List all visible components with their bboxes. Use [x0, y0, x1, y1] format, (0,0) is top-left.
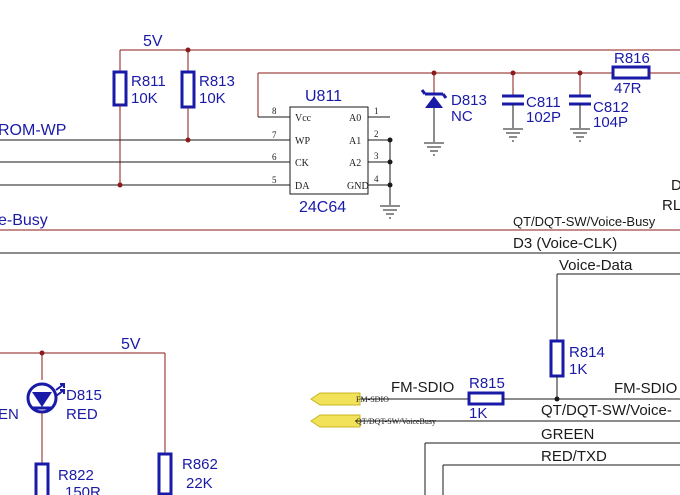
- r814-ref: R814: [569, 344, 605, 361]
- capacitor-c811: C811 102P: [502, 73, 561, 142]
- left-en-label: EN: [0, 406, 19, 423]
- pin-num-8: 8: [272, 106, 277, 116]
- led-nets: GREEN RED/TXD: [424, 426, 680, 495]
- resistor-r816: R816 47R: [611, 50, 680, 97]
- flag-qt-text: QT/DQT-SW/VoiceBusy: [356, 417, 436, 426]
- led-d815: D815 RED EN: [0, 382, 102, 463]
- c811-ref: C811: [526, 94, 561, 111]
- resistor-r822: R822 150R: [34, 462, 101, 495]
- pin-num-7: 7: [272, 130, 277, 140]
- net-d3-label: D3 (Voice-CLK): [513, 235, 617, 252]
- r811-ref: R811: [131, 73, 166, 90]
- c812-value: 104P: [593, 114, 628, 131]
- diode-d813: D813 NC: [420, 73, 487, 156]
- pin-name-wp: WP: [295, 136, 310, 147]
- c811-value: 102P: [526, 109, 561, 126]
- pin-name-a2: A2: [349, 158, 361, 169]
- ic-ground-symbol: [380, 205, 400, 219]
- pin-name-gnd: GND: [347, 181, 369, 192]
- vcc-bottom-rail: 5V: [0, 336, 166, 453]
- right-rl-label: RL: [662, 197, 680, 214]
- d813-ref: D813: [451, 92, 487, 109]
- resistor-r814: R814 1K: [549, 339, 605, 402]
- pin-name-a0: A0: [349, 113, 361, 124]
- flag-qt-voicebusy: QT/DQT-SW/VoiceBusy: [310, 414, 680, 428]
- r822-ref: R822: [58, 467, 94, 484]
- r813-ref: R813: [199, 73, 235, 90]
- r811-value: 10K: [131, 90, 158, 107]
- r815-ref: R815: [469, 375, 505, 392]
- r816-ref: R816: [614, 50, 650, 67]
- pin-num-4: 4: [374, 174, 379, 184]
- vcc-top-label: 5V: [143, 33, 163, 50]
- ic-part: 24C64: [299, 199, 346, 216]
- fm-sdio-left-label: FM-SDIO: [391, 379, 454, 396]
- fm-sdio-right-label: FM-SDIO: [614, 380, 677, 397]
- pin-num-1: 1: [374, 106, 379, 116]
- green-label: GREEN: [541, 426, 594, 443]
- d815-ref: D815: [66, 387, 102, 404]
- vcc-top-rail: 5V: [119, 33, 680, 72]
- pin-num-3: 3: [374, 151, 379, 161]
- pin-name-da: DA: [295, 181, 310, 192]
- pin-name-a1: A1: [349, 136, 361, 147]
- pin-num-2: 2: [374, 129, 379, 139]
- net-qt-bottom-label: QT/DQT-SW/Voice-: [541, 402, 672, 419]
- voice-data-label: Voice-Data: [559, 257, 633, 274]
- fm-sdio-net: FM-SDIO R815 1K FM-SDIO: [355, 375, 680, 422]
- r862-value: 22K: [186, 475, 213, 492]
- capacitor-c812: C812 104P: [569, 73, 629, 142]
- c812-ref: C812: [593, 99, 629, 116]
- resistor-r811: R811 10K: [112, 70, 166, 185]
- ic-left-wires: ROM-WP: [0, 122, 290, 188]
- right-d-label: D: [671, 177, 680, 194]
- vcc-bottom-label: 5V: [121, 336, 141, 353]
- voice-busy-left-label: e-Busy: [0, 212, 48, 229]
- net-qt-top-label: QT/DQT-SW/Voice-Busy: [513, 214, 656, 229]
- resistor-r813: R813 10K: [180, 70, 235, 140]
- d815-value: RED: [66, 406, 98, 423]
- pin-name-ck: CK: [295, 158, 310, 169]
- r815-value: 1K: [469, 405, 487, 422]
- r813-value: 10K: [199, 90, 226, 107]
- flag-fm-sdio: FM-SDIO: [310, 392, 389, 406]
- d813-value: NC: [451, 108, 473, 125]
- r816-value: 47R: [614, 80, 642, 97]
- flag-fm-sdio-text: FM-SDIO: [356, 395, 389, 404]
- r822-value: 150R: [65, 484, 101, 495]
- pin-num-5: 5: [272, 175, 277, 185]
- pin-name-vcc: Vcc: [295, 113, 312, 124]
- net-bus: e-Busy QT/DQT-SW/Voice-Busy D3 (Voice-CL…: [0, 212, 680, 340]
- r862-ref: R862: [182, 456, 218, 473]
- ic-ref: U811: [305, 88, 342, 105]
- pin-num-6: 6: [272, 152, 277, 162]
- ic-u811: U811 24C64 8 7 6 5 Vcc WP CK DA A0 A1 A2…: [272, 88, 400, 219]
- red-txd-label: RED/TXD: [541, 448, 607, 465]
- r814-value: 1K: [569, 361, 587, 378]
- resistor-r862: R862 22K: [157, 452, 218, 495]
- rom-wp-label: ROM-WP: [0, 122, 66, 139]
